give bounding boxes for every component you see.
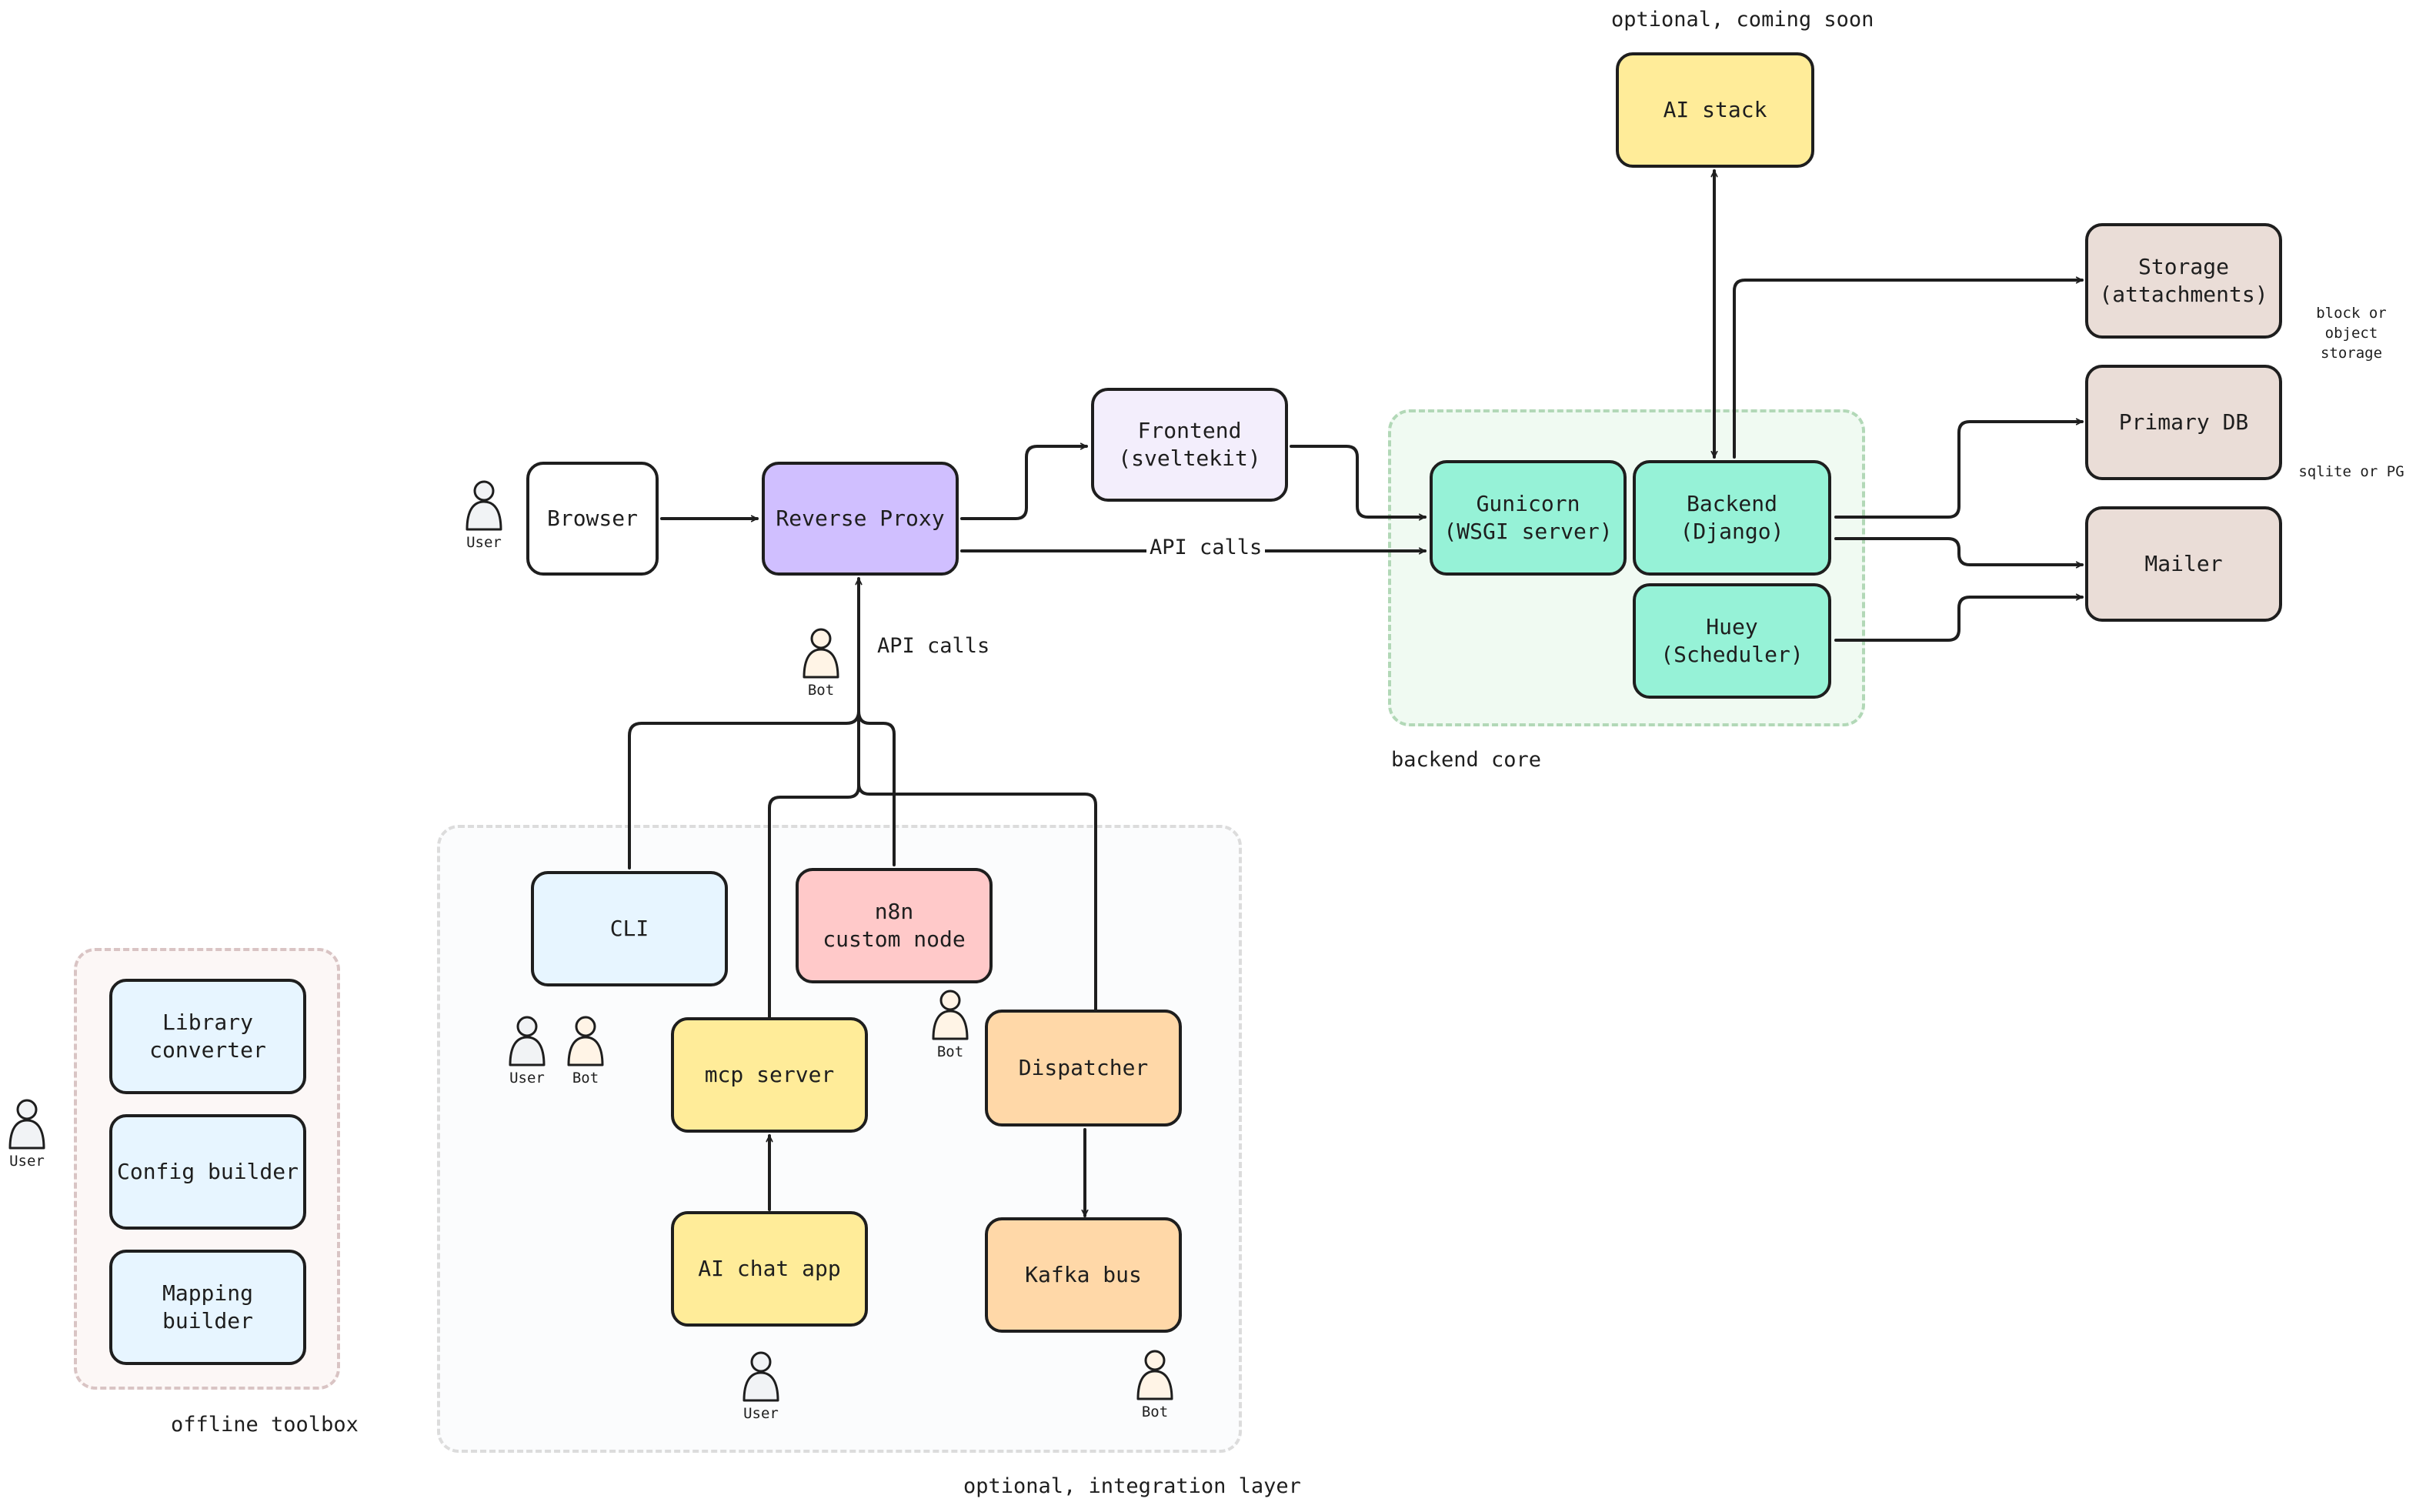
edge-cli-proxy: [628, 577, 859, 869]
actor-caption: User: [9, 1153, 45, 1170]
backend-core-label: backend core: [1391, 748, 1542, 772]
ai-chat-app-node: AI chat app: [671, 1211, 868, 1327]
backend-node: Backend (Django): [1633, 460, 1831, 576]
bot-icon: [932, 990, 969, 1040]
user-icon: [742, 1351, 779, 1402]
actor-cli-user: User: [500, 1013, 554, 1086]
browser-node: Browser: [526, 462, 659, 576]
mcp-server-node: mcp server: [671, 1017, 868, 1133]
edge-huey-mailer: [1834, 597, 2084, 642]
actor-kafka-bot: Bot: [1128, 1347, 1182, 1420]
storage-note: block or object storage: [2316, 305, 2387, 362]
library-converter-node: Library converter: [109, 979, 306, 1094]
actor-caption: Bot: [572, 1070, 599, 1086]
edge-proxy-frontend: [960, 446, 1088, 520]
mailer-node: Mailer: [2085, 506, 2282, 622]
integration-layer-label: optional, integration layer: [963, 1474, 1301, 1498]
actor-caption: Bot: [1141, 1404, 1169, 1420]
actor-caption: Bot: [936, 1043, 964, 1060]
primary-db-note: sqlite or PG: [2298, 463, 2404, 480]
api-calls-label-proxy: API calls: [1146, 536, 1266, 559]
offline-toolbox-label: offline toolbox: [171, 1413, 359, 1437]
actor-toolbox-user: User: [0, 1096, 54, 1170]
edge-n8n-proxy: [857, 709, 896, 866]
config-builder-node: Config builder: [109, 1114, 306, 1230]
gunicorn-node: Gunicorn (WSGI server): [1430, 460, 1627, 576]
edge-frontend-gunicorn: [1290, 445, 1427, 517]
n8n-node: n8n custom node: [796, 868, 993, 983]
user-icon: [466, 480, 502, 531]
actor-proxy-bot: Bot: [794, 625, 848, 699]
actor-n8n-bot: Bot: [923, 986, 977, 1060]
actor-caption: Bot: [807, 682, 835, 699]
primary-db-node: Primary DB: [2085, 365, 2282, 480]
bot-icon: [1136, 1350, 1173, 1400]
bot-icon: [803, 628, 839, 679]
storage-node: Storage (attachments): [2085, 223, 2282, 339]
bot-icon: [567, 1016, 604, 1066]
actor-caption: User: [509, 1070, 545, 1086]
ai-stack-node: AI stack: [1616, 52, 1814, 168]
edge-dispatcher-proxy: [857, 782, 1097, 1013]
actor-caption: User: [743, 1405, 779, 1422]
actor-caption: User: [466, 534, 502, 551]
mapping-builder-node: Mapping builder: [109, 1250, 306, 1365]
edge-mcp-proxy: [768, 709, 860, 1022]
actor-cli-bot: Bot: [559, 1013, 612, 1086]
actor-chat-user: User: [734, 1348, 788, 1422]
dispatcher-node: Dispatcher: [985, 1010, 1182, 1126]
ai-optional-label: optional, coming soon: [1611, 8, 1874, 32]
edge-backend-storage: [1733, 280, 2084, 459]
api-calls-label-clients: API calls: [877, 634, 990, 658]
edge-backend-primarydb: [1834, 422, 2084, 519]
edge-backend-mailer: [1834, 537, 2084, 565]
frontend-node: Frontend (sveltekit): [1091, 388, 1288, 502]
user-icon: [509, 1016, 546, 1066]
actor-browser-user: User: [457, 477, 511, 551]
kafka-bus-node: Kafka bus: [985, 1217, 1182, 1333]
user-icon: [8, 1099, 45, 1150]
cli-node: CLI: [531, 871, 728, 986]
reverse-proxy-node: Reverse Proxy: [762, 462, 959, 576]
huey-node: Huey (Scheduler): [1633, 583, 1831, 699]
